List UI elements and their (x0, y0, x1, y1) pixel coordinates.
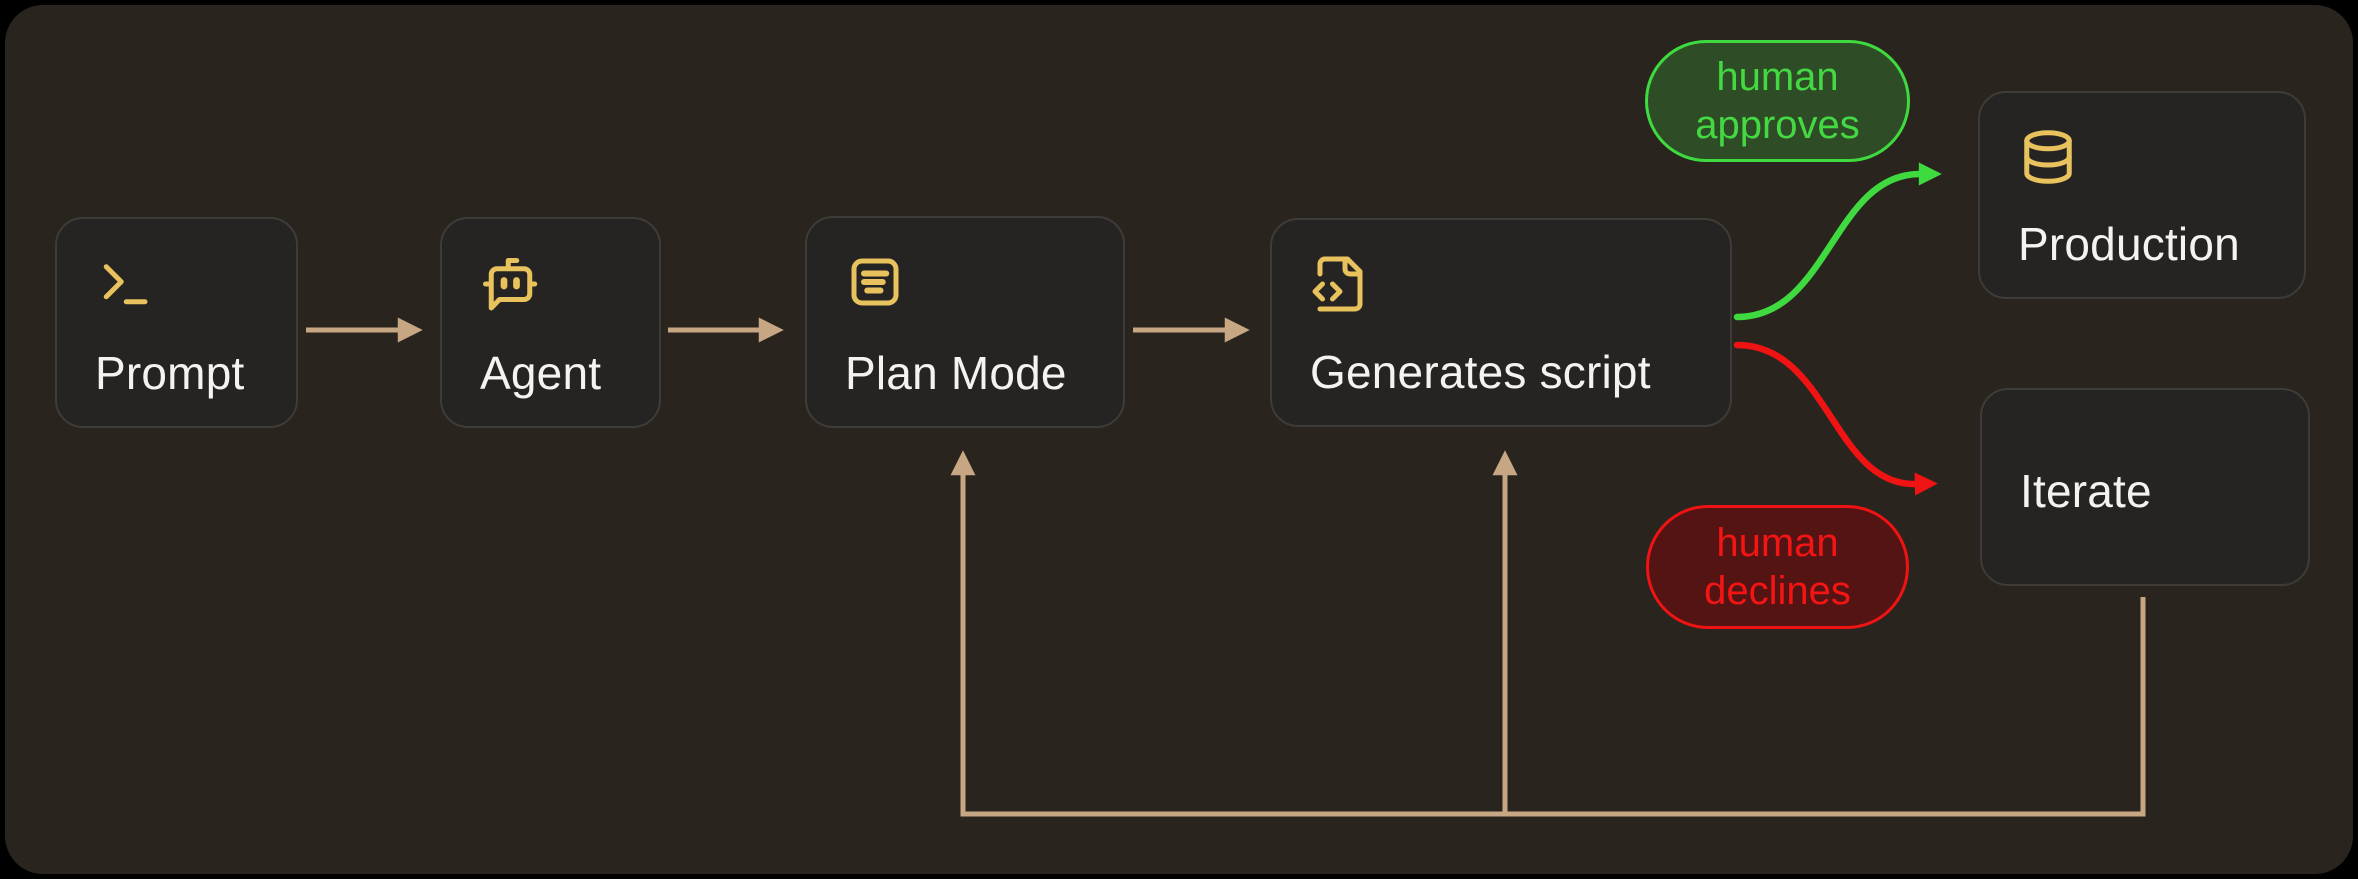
node-label-plan-mode: Plan Mode (845, 347, 1067, 399)
pill-line: human (1716, 521, 1839, 565)
node-production: Production (1978, 91, 2306, 299)
database-icon (2018, 127, 2268, 187)
file-code-icon (1310, 254, 1694, 314)
bot-icon (480, 253, 623, 313)
node-agent: Agent (440, 217, 661, 428)
node-plan-mode: Plan Mode (805, 216, 1125, 428)
node-label-production: Production (2018, 218, 2240, 270)
pill-line: human (1716, 55, 1839, 99)
node-prompt: Prompt (55, 217, 298, 428)
pill-line: declines (1704, 569, 1851, 613)
node-label-generates-script: Generates script (1310, 346, 1651, 398)
edge-label-human-approves: human approves (1645, 40, 1910, 162)
notebook-icon (845, 252, 1087, 312)
pill-line: approves (1695, 103, 1860, 147)
node-generates-script: Generates script (1270, 218, 1732, 427)
node-iterate: Iterate (1980, 388, 2310, 586)
node-label-prompt: Prompt (95, 347, 245, 399)
edge-label-human-declines: human declines (1646, 505, 1909, 629)
terminal-icon (95, 253, 260, 313)
node-label-agent: Agent (480, 347, 602, 399)
node-label-iterate: Iterate (2020, 465, 2152, 517)
